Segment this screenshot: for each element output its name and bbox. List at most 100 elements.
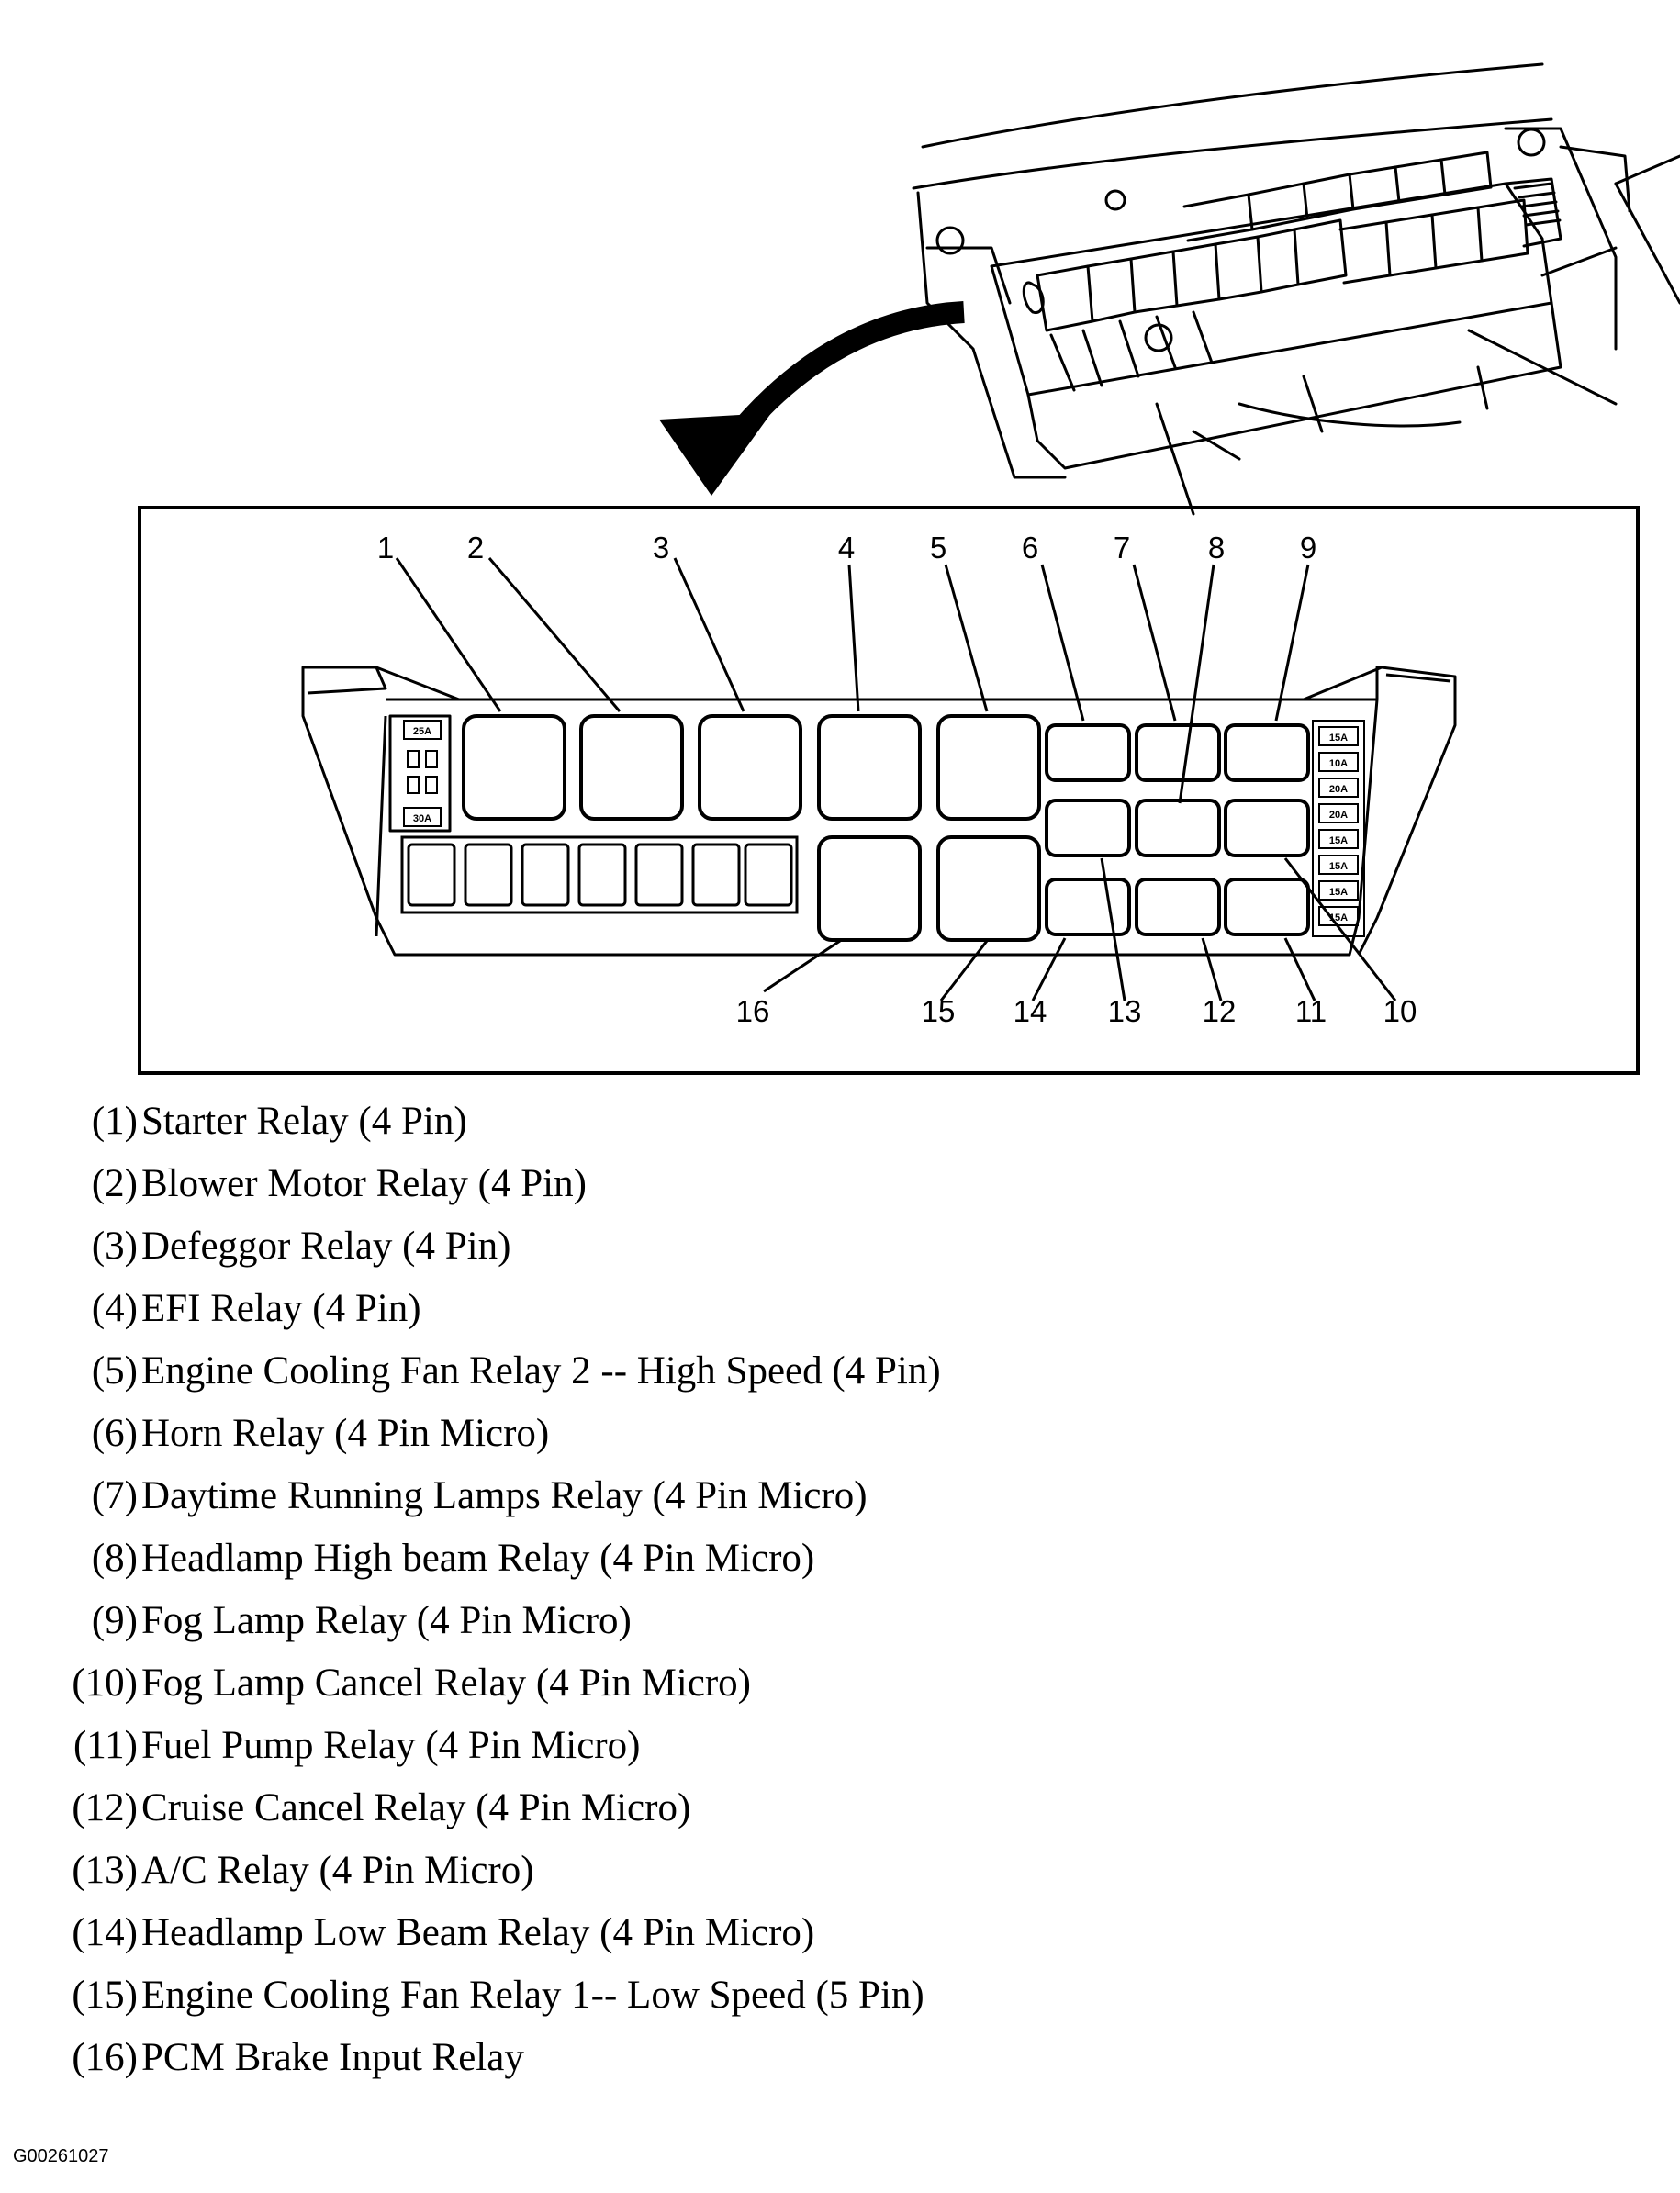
legend-item: (10)Fog Lamp Cancel Relay (4 Pin Micro) xyxy=(48,1652,941,1715)
legend-item: (12)Cruise Cancel Relay (4 Pin Micro) xyxy=(48,1777,941,1840)
legend-number: (2) xyxy=(91,1162,138,1205)
leader-lines xyxy=(395,557,1397,1001)
legend-item: (11)Fuel Pump Relay (4 Pin Micro) xyxy=(48,1715,941,1777)
legend-text: Fuel Pump Relay (4 Pin Micro) xyxy=(141,1724,641,1767)
callout-16: 16 xyxy=(736,994,770,1028)
callout-7: 7 xyxy=(1114,531,1130,565)
legend-number: (8) xyxy=(91,1537,138,1580)
callout-5: 5 xyxy=(930,531,946,565)
relay-legend: (1)Starter Relay (4 Pin) (2)Blower Motor… xyxy=(48,1091,941,2089)
legend-item: (8)Headlamp High beam Relay (4 Pin Micro… xyxy=(48,1527,941,1590)
fuse-25a xyxy=(403,720,442,740)
legend-text: EFI Relay (4 Pin) xyxy=(141,1287,421,1330)
callout-8: 8 xyxy=(1208,531,1225,565)
legend-item: (5)Engine Cooling Fan Relay 2 -- High Sp… xyxy=(48,1340,941,1403)
legend-text: Fog Lamp Relay (4 Pin Micro) xyxy=(141,1599,632,1642)
legend-text: PCM Brake Input Relay xyxy=(141,2036,524,2079)
legend-item: (15)Engine Cooling Fan Relay 1-- Low Spe… xyxy=(48,1964,941,2027)
callout-2: 2 xyxy=(467,531,484,565)
legend-number: (5) xyxy=(91,1349,138,1393)
legend-number: (3) xyxy=(91,1225,138,1268)
relay-7 xyxy=(1135,723,1221,782)
diagram-frame xyxy=(138,506,1640,1075)
relay-13 xyxy=(1045,799,1131,857)
legend-number: (12) xyxy=(72,1786,138,1829)
relay-3 xyxy=(698,714,802,821)
callout-14: 14 xyxy=(1014,994,1047,1028)
relay-9 xyxy=(1224,723,1310,782)
relay-center-housing xyxy=(301,666,1457,957)
callout-13: 13 xyxy=(1108,994,1142,1028)
fuse-label-right-2: 10A xyxy=(1329,758,1348,769)
fuse-label-left-1: 25A xyxy=(413,726,431,737)
legend-text: Starter Relay (4 Pin) xyxy=(141,1100,467,1143)
relay-10 xyxy=(1224,799,1310,857)
legend-item: (13)A/C Relay (4 Pin Micro) xyxy=(48,1840,941,1902)
legend-number: (9) xyxy=(91,1599,138,1642)
legend-number: (11) xyxy=(73,1724,138,1767)
legend-text: Engine Cooling Fan Relay 1-- Low Speed (… xyxy=(141,1974,924,2017)
legend-number: (10) xyxy=(72,1662,138,1705)
relay-8 xyxy=(1135,799,1221,857)
callout-12: 12 xyxy=(1203,994,1237,1028)
relay-5 xyxy=(936,714,1041,821)
relay-11 xyxy=(1224,878,1310,936)
callout-3: 3 xyxy=(653,531,669,565)
fuse-label-left-2: 30A xyxy=(413,813,431,824)
legend-number: (1) xyxy=(91,1100,138,1143)
callout-6: 6 xyxy=(1022,531,1038,565)
legend-text: Fog Lamp Cancel Relay (4 Pin Micro) xyxy=(141,1662,751,1705)
lower-fuse-row xyxy=(400,835,799,914)
callout-4: 4 xyxy=(838,531,855,565)
legend-text: A/C Relay (4 Pin Micro) xyxy=(141,1849,534,1892)
legend-item: (3)Defeggor Relay (4 Pin) xyxy=(48,1215,941,1278)
legend-text: Engine Cooling Fan Relay 2 -- High Speed… xyxy=(141,1349,941,1393)
location-arrow xyxy=(659,301,965,496)
callout-15: 15 xyxy=(922,994,956,1028)
fuse-label-right-7: 15A xyxy=(1329,887,1348,898)
legend-text: Defeggor Relay (4 Pin) xyxy=(141,1225,511,1268)
relay-15 xyxy=(936,835,1041,942)
legend-item: (14)Headlamp Low Beam Relay (4 Pin Micro… xyxy=(48,1902,941,1964)
callout-9: 9 xyxy=(1300,531,1316,565)
right-fuse-column xyxy=(1312,720,1365,937)
legend-text: Headlamp High beam Relay (4 Pin Micro) xyxy=(141,1537,815,1580)
relay-6 xyxy=(1045,723,1131,782)
relay-12 xyxy=(1135,878,1221,936)
legend-item: (16)PCM Brake Input Relay xyxy=(48,2027,941,2089)
legend-number: (4) xyxy=(91,1287,138,1330)
callout-1: 1 xyxy=(377,531,394,565)
callout-10: 10 xyxy=(1383,994,1417,1028)
legend-text: Blower Motor Relay (4 Pin) xyxy=(141,1162,587,1205)
fuse-label-right-3: 20A xyxy=(1329,784,1348,795)
relay-16 xyxy=(817,835,922,942)
figure-id: G00261027 xyxy=(13,2146,109,2166)
legend-item: (6)Horn Relay (4 Pin Micro) xyxy=(48,1403,941,1465)
relay-4 xyxy=(817,714,922,821)
relay-2 xyxy=(579,714,684,821)
legend-number: (6) xyxy=(91,1412,138,1455)
fuse-label-right-5: 15A xyxy=(1329,835,1348,846)
legend-text: Headlamp Low Beam Relay (4 Pin Micro) xyxy=(141,1911,815,1954)
callout-11: 11 xyxy=(1295,994,1327,1028)
legend-item: (4)EFI Relay (4 Pin) xyxy=(48,1278,941,1340)
vehicle-location-illustration xyxy=(912,62,1680,516)
legend-item: (9)Fog Lamp Relay (4 Pin Micro) xyxy=(48,1590,941,1652)
legend-number: (13) xyxy=(72,1849,138,1892)
legend-item: (2)Blower Motor Relay (4 Pin) xyxy=(48,1153,941,1215)
fuse-30a xyxy=(403,807,442,827)
legend-text: Cruise Cancel Relay (4 Pin Micro) xyxy=(141,1786,691,1829)
fuse-label-right-6: 15A xyxy=(1329,861,1348,872)
legend-number: (7) xyxy=(91,1474,138,1517)
legend-item: (7)Daytime Running Lamps Relay (4 Pin Mi… xyxy=(48,1465,941,1527)
fuse-label-right-1: 15A xyxy=(1329,733,1348,744)
legend-number: (14) xyxy=(72,1911,138,1954)
legend-text: Horn Relay (4 Pin Micro) xyxy=(141,1412,550,1455)
legend-number: (16) xyxy=(72,2036,138,2079)
left-fuse-block xyxy=(403,720,442,827)
legend-text: Daytime Running Lamps Relay (4 Pin Micro… xyxy=(141,1474,868,1517)
legend-number: (15) xyxy=(72,1974,138,2017)
relay-1 xyxy=(462,714,566,821)
relay-center-diagram: 25A 30A xyxy=(138,62,1680,1075)
relays xyxy=(462,714,1310,942)
